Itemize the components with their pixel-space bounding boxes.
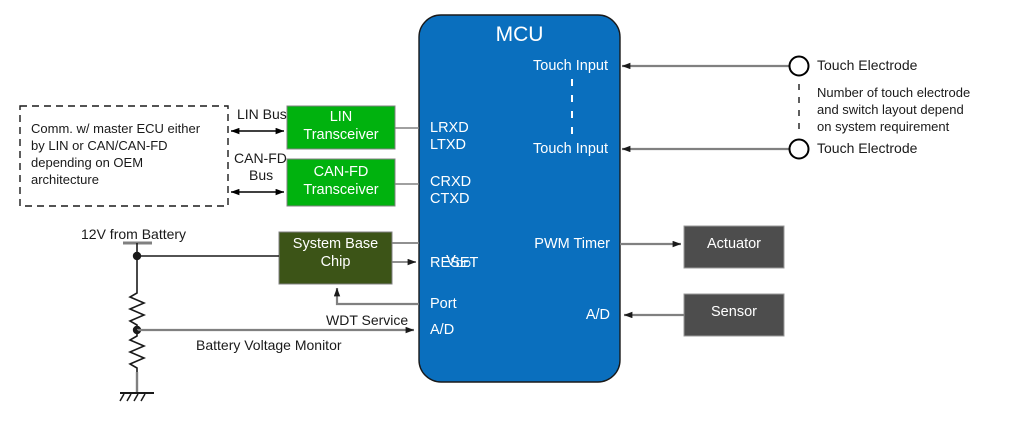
mcu-pin-crxd: CRXD [430, 174, 472, 190]
resistor-lower-icon [127, 330, 147, 372]
mcu-pin-lrxd: LRXD [430, 120, 469, 136]
mcu-title: MCU [495, 23, 544, 46]
mcu-pin-ad-left: A/D [430, 322, 455, 338]
lin-transceiver-label-line1: LIN [329, 109, 353, 125]
ecu-note-box [19, 105, 229, 207]
sbc-label-line1: System Base [292, 236, 379, 252]
ecu-note-text: Comm. w/ master ECU either by LIN or CAN… [31, 121, 201, 188]
sbc-label-line2: Chip [320, 254, 351, 270]
mcu-pin-reset: RESET [430, 255, 479, 271]
wdt-service-label: WDT Service [326, 312, 409, 328]
mcu-pin-touch-input-bottom: Touch Input [533, 141, 608, 157]
can-bus-label-line1: CAN-FD [234, 150, 287, 166]
mcu-block-shape [418, 14, 621, 383]
battery-source-label: 12V from Battery [81, 226, 187, 242]
touch-electrode-top-icon [788, 55, 810, 77]
touch-electrode-bottom-icon [788, 138, 810, 160]
sensor-shape [683, 293, 785, 337]
can-bus-label-line2: Bus [249, 167, 274, 183]
battery-voltage-monitor-label: Battery Voltage Monitor [196, 337, 342, 353]
mcu-pin-vdd: VDD [430, 236, 471, 288]
mcu-pin-ctxd: CTXD [430, 191, 470, 207]
mcu-pin-ad-right: A/D [585, 307, 610, 323]
touch-electrode-top-label: Touch Electrode [817, 57, 918, 73]
mcu-pin-vdd-base: V [446, 253, 456, 270]
actuator-shape [683, 225, 785, 269]
can-transceiver-label-line2: Transceiver [303, 182, 379, 198]
mcu-pin-pwm-timer: PWM Timer [534, 236, 610, 252]
actuator-label: Actuator [707, 236, 761, 252]
sensor-label: Sensor [711, 304, 757, 320]
mcu-pin-touch-input-top: Touch Input [533, 58, 608, 74]
mcu-pin-vdd-subscript: DD [455, 258, 471, 271]
wdt-service-path [333, 287, 419, 306]
lin-transceiver-label-line2: Transceiver [303, 127, 379, 143]
ground-symbol-icon [119, 393, 146, 402]
touch-electrode-note: Number of touch electrode and switch lay… [817, 85, 971, 135]
touch-electrode-bottom-label: Touch Electrode [817, 140, 918, 156]
lin-bus-label: LIN Bus [237, 106, 287, 122]
lin-transceiver-shape [286, 105, 396, 150]
can-transceiver-shape [286, 158, 396, 207]
sbc-shape [278, 231, 393, 285]
mcu-pin-ltxd: LTXD [430, 137, 466, 153]
resistor-upper-icon [127, 290, 147, 329]
mcu-pin-port: Port [430, 296, 457, 312]
can-transceiver-label-line1: CAN-FD [313, 164, 369, 180]
